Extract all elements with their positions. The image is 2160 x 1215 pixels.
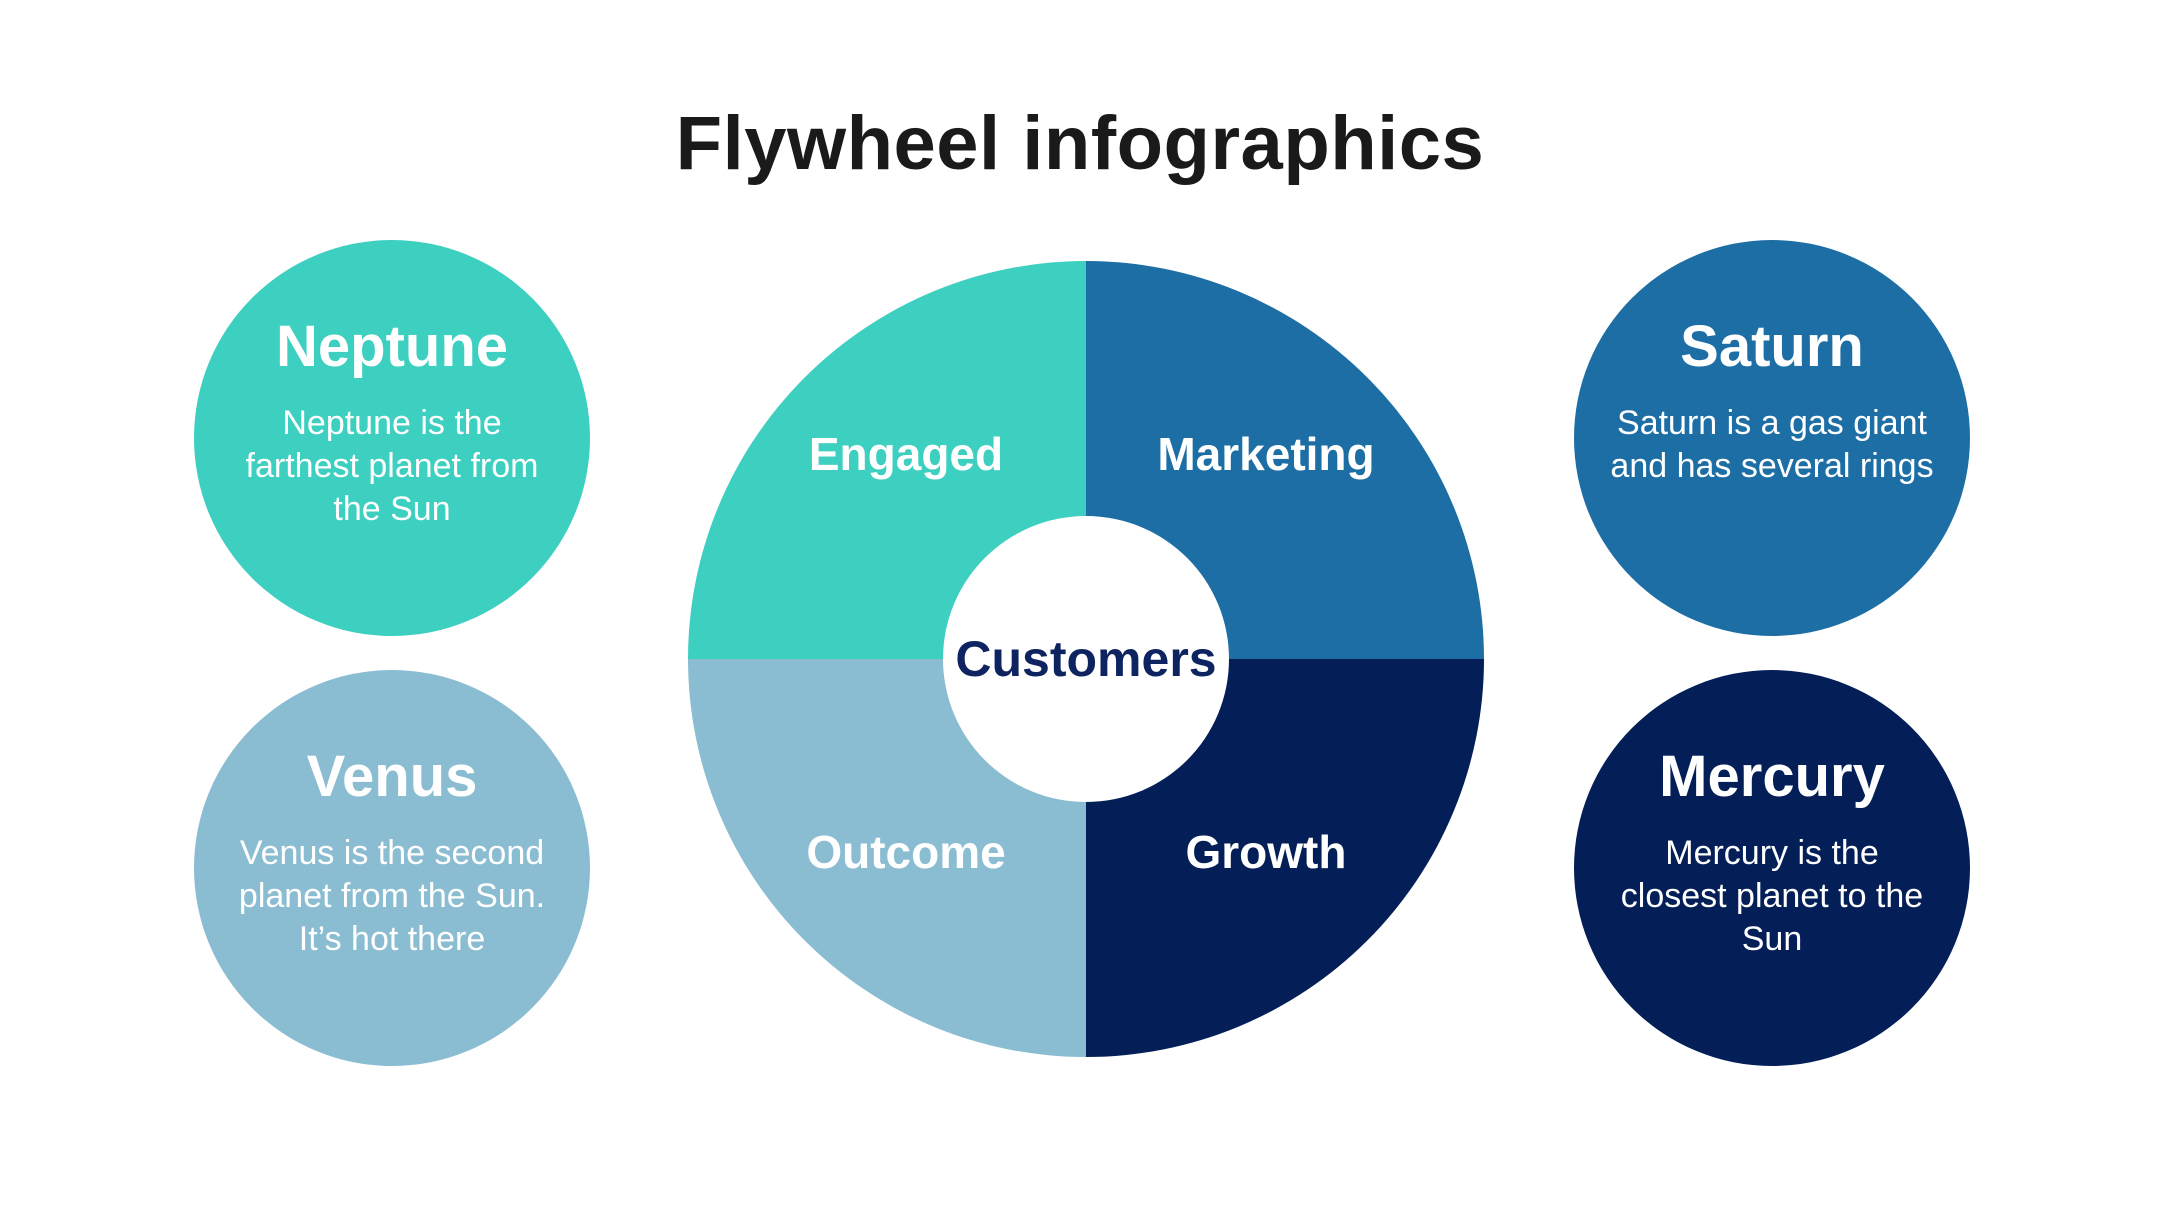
- marketing-label: Marketing: [1157, 428, 1375, 480]
- flywheel: Engaged Marketing Outcome Growth Custome…: [688, 261, 1484, 1057]
- venus-heading: Venus: [306, 744, 478, 809]
- saturn-heading: Saturn: [1680, 314, 1864, 379]
- neptune-description: Neptune is the farthest planet from the …: [245, 404, 539, 528]
- customers-label: Customers: [955, 631, 1217, 687]
- flywheel-hub: [943, 516, 1229, 802]
- saturn-info-circle: Saturn Saturn is a gas giant and has sev…: [1574, 240, 1970, 636]
- venus-description: Venus is the second planet from the Sun.…: [238, 834, 546, 958]
- neptune-heading: Neptune: [276, 314, 508, 379]
- mercury-description: Mercury is the closest planet to the Sun: [1620, 834, 1924, 958]
- saturn-description: Saturn is a gas giant and has several ri…: [1610, 404, 1934, 485]
- growth-label: Growth: [1185, 826, 1347, 878]
- flywheel-graphic: [688, 261, 1484, 1057]
- mercury-info-circle: Mercury Mercury is the closest planet to…: [1574, 670, 1970, 1066]
- venus-info-circle: Venus Venus is the second planet from th…: [194, 670, 590, 1066]
- page-title: Flywheel infographics: [675, 101, 1485, 186]
- mercury-heading: Mercury: [1659, 744, 1885, 809]
- outcome-label: Outcome: [806, 826, 1006, 878]
- engaged-label: Engaged: [808, 428, 1004, 480]
- neptune-info-circle: Neptune Neptune is the farthest planet f…: [194, 240, 590, 636]
